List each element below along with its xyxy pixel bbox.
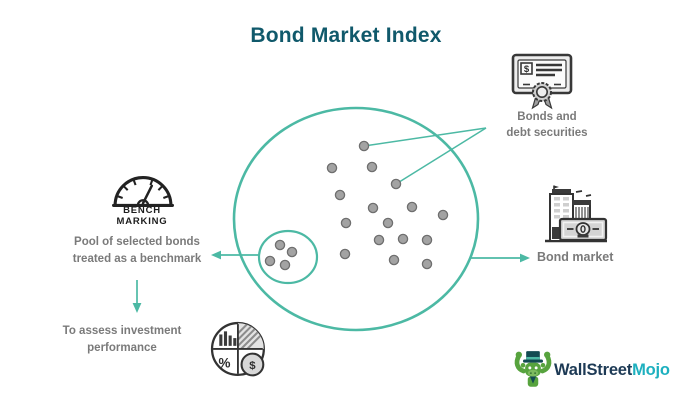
bond-dot (339, 248, 351, 260)
rosette-seal (531, 82, 553, 110)
cluster-dots (264, 239, 298, 271)
leader-line (363, 127, 487, 147)
bond-dot (367, 202, 379, 214)
bond-dot (382, 217, 394, 229)
bond-dot (279, 259, 291, 271)
bond-dot (334, 189, 346, 201)
percent-glyph: % (218, 356, 230, 371)
arrow-to-pool-label (211, 250, 259, 260)
benchmarking-caption: BENCH MARKING (116, 205, 168, 227)
coin-icon: $ (240, 352, 265, 377)
leader-line (395, 127, 487, 185)
scatter-dots (326, 140, 449, 270)
bond-dot (421, 258, 433, 270)
bond-dot (264, 255, 276, 267)
dollar-glyph: $ (524, 64, 530, 75)
wallstreetmojo-bull-logo-icon (514, 351, 552, 387)
benchmark-cluster-circle (257, 229, 319, 285)
building-bond-market-icon (545, 185, 608, 243)
svg-text:$: $ (249, 360, 256, 372)
mini-bar-chart (219, 331, 237, 346)
bond-dot (286, 246, 298, 258)
arrow-to-assess-label (132, 280, 142, 313)
bond-dot (421, 234, 433, 246)
bond-pool-circle (232, 106, 480, 332)
bond-dot (358, 140, 370, 152)
bond-dot (366, 161, 378, 173)
pool-label: Pool of selected bonds treated as a benc… (72, 236, 202, 265)
bond-dot (274, 239, 286, 251)
bond-dot (390, 178, 402, 190)
bond-dot (373, 234, 385, 246)
bond-dot (388, 254, 400, 266)
pie-chart-performance-icon: % $ (210, 321, 265, 377)
bond-dot (340, 217, 352, 229)
banknote (558, 217, 608, 242)
page-title: Bond Market Index (250, 24, 442, 47)
bond-market-label: Bond market (537, 250, 614, 264)
bond-dot (326, 162, 338, 174)
leader-lines (363, 127, 487, 185)
bonds-debt-label: Bonds and debt securities (506, 111, 588, 139)
bond-dot (437, 209, 449, 221)
speedometer-benchmarking-icon (112, 175, 174, 207)
assess-label: To assess investment performance (62, 325, 182, 354)
logo-wordmark: WallStreetMojo (554, 360, 670, 379)
bond-dot (406, 201, 418, 213)
bird-dashes (575, 190, 592, 197)
certificate-bond-icon: $ (511, 53, 573, 110)
bond-dot (397, 233, 409, 245)
arrow-to-bond-market (470, 253, 530, 263)
wallstreetmojo-logo: WallStreetMojo (512, 349, 670, 391)
